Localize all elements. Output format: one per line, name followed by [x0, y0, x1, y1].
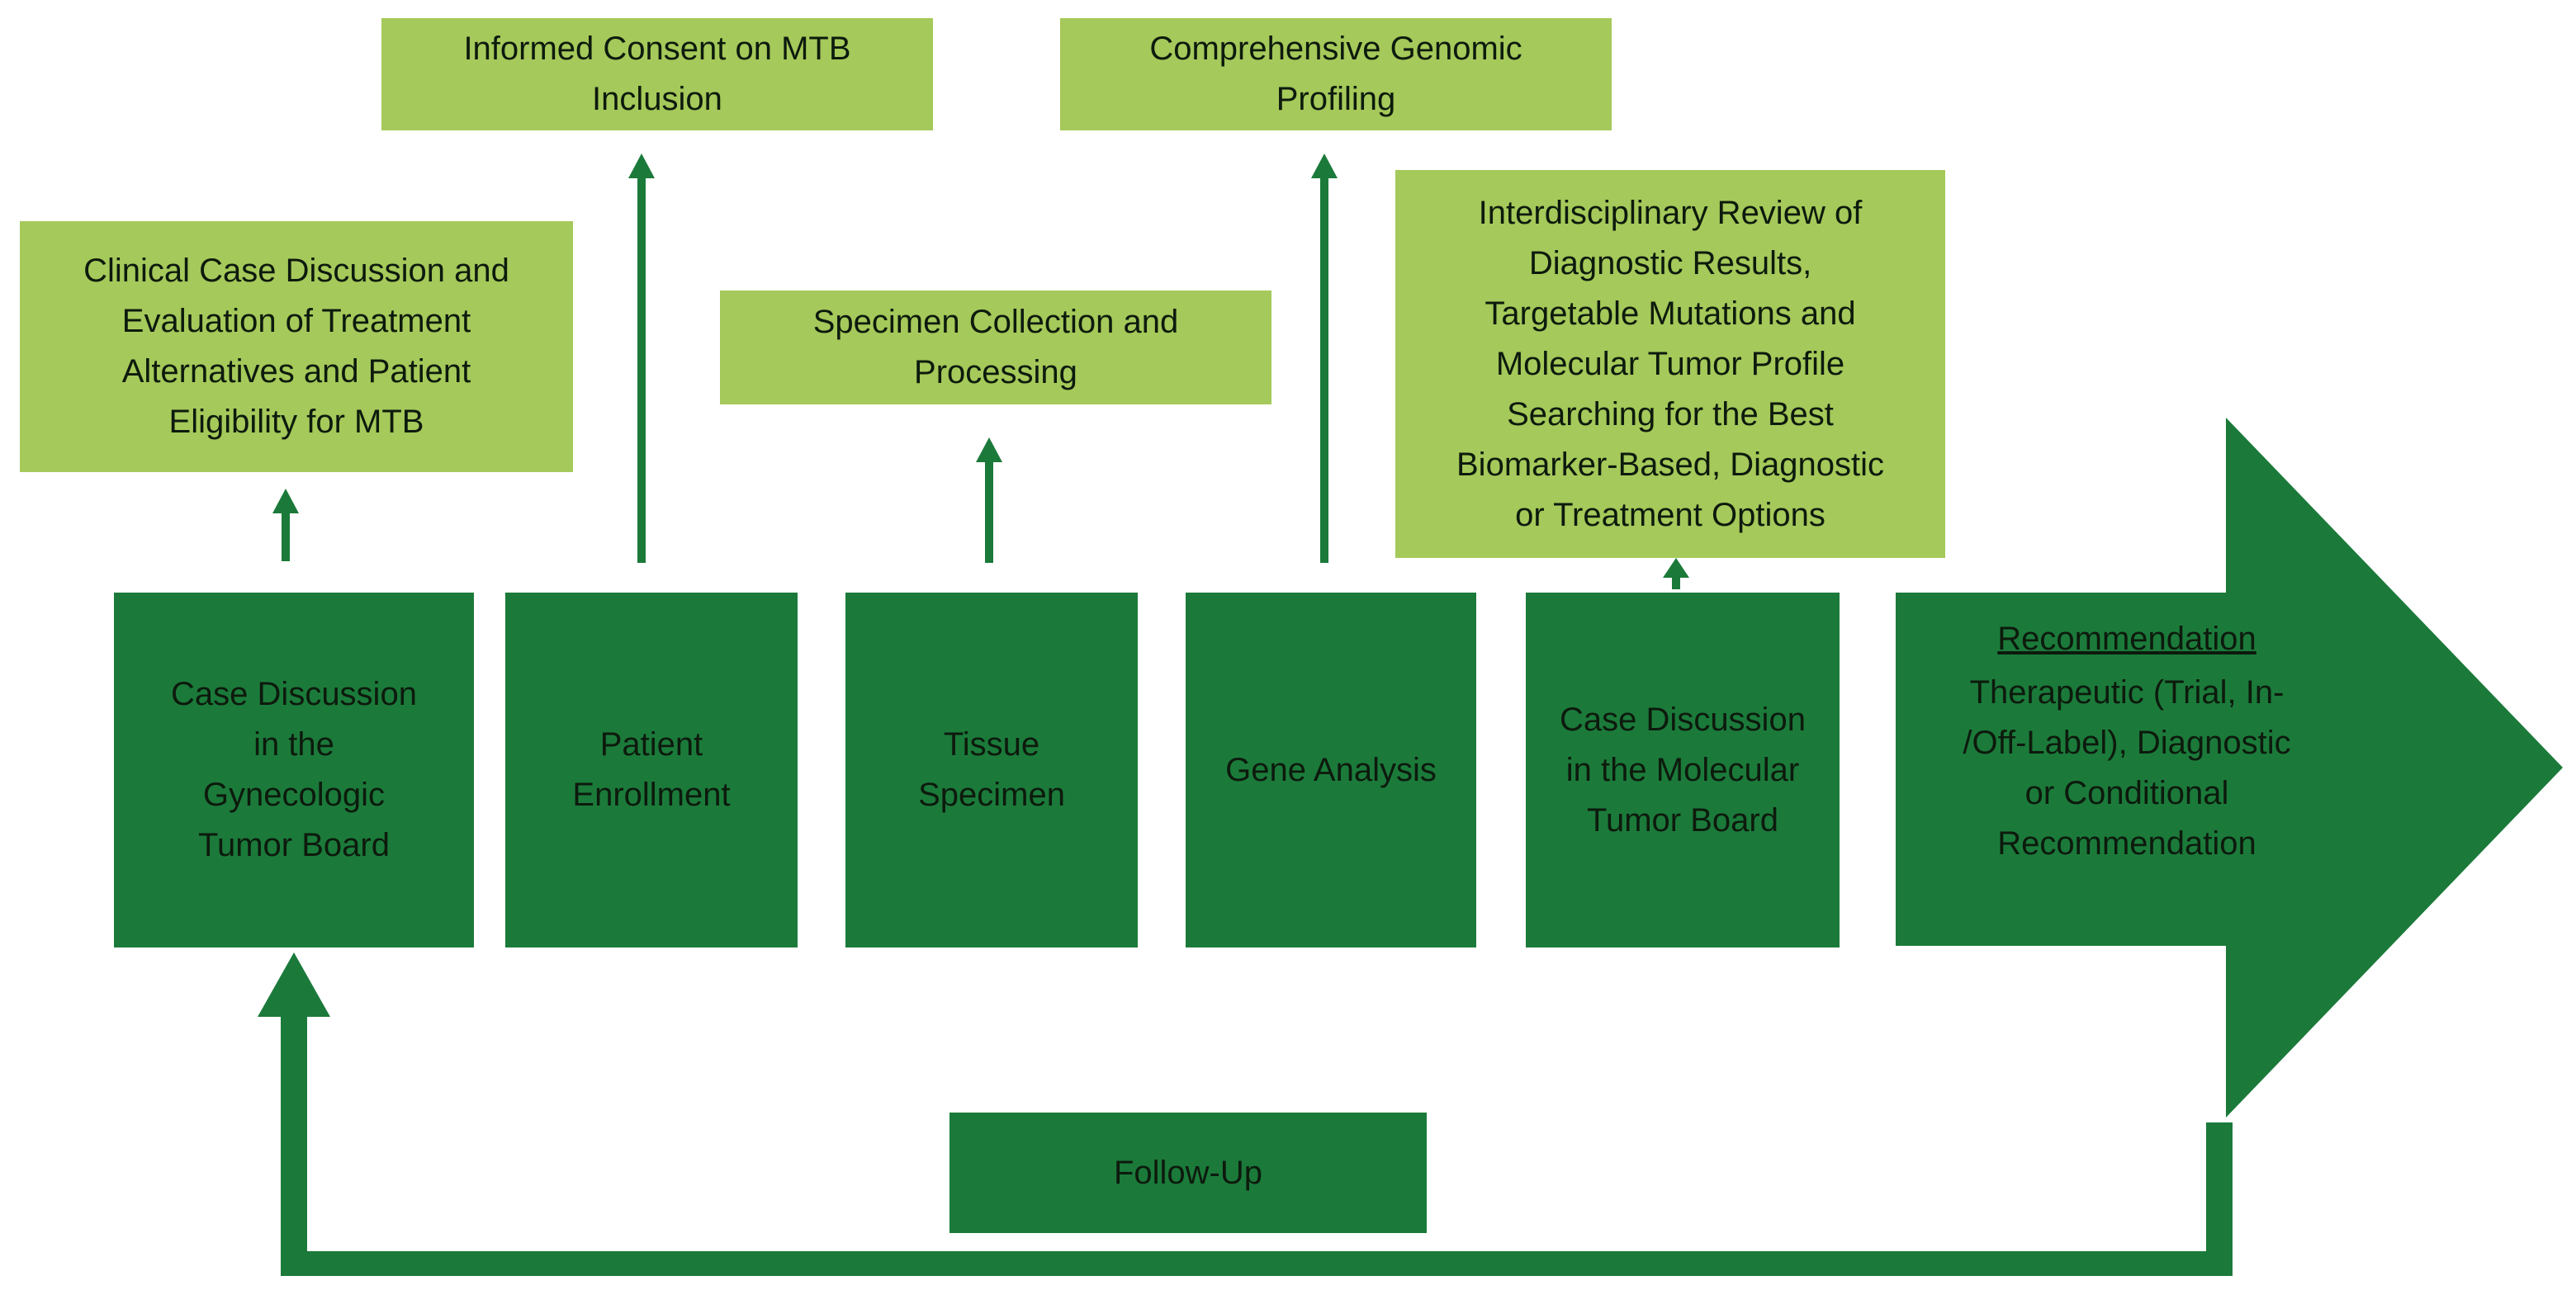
molecular-tumor-board-step: Case Discussion in the Molecular Tumor B… — [1526, 593, 1840, 947]
follow-up-loop-arrow — [258, 952, 2233, 1276]
interdisciplinary-review-box: Interdisciplinary Review of Diagnostic R… — [1395, 170, 1945, 558]
up-arrow-specimen — [976, 437, 1002, 563]
gynecologic-tumor-board-step: Case Discussion in the Gynecologic Tumor… — [114, 593, 474, 947]
recommendation-title: Recommendation — [1997, 621, 2256, 657]
recommendation-body: Therapeutic (Trial, In- /Off-Label), Dia… — [1963, 674, 2291, 862]
informed-consent-box: Informed Consent on MTB Inclusion — [381, 18, 933, 130]
patient-enrollment-step: Patient Enrollment — [505, 593, 798, 947]
recommendation-text: Recommendation Therapeutic (Trial, In- /… — [1896, 614, 2358, 869]
gene-analysis-step: Gene Analysis — [1186, 593, 1476, 947]
genomic-profiling-box: Comprehensive Genomic Profiling — [1060, 18, 1612, 130]
up-arrow-consent — [628, 154, 655, 563]
up-arrow-review — [1663, 558, 1689, 589]
follow-up-box: Follow-Up — [949, 1113, 1427, 1233]
up-arrow-genomic — [1311, 154, 1338, 563]
up-arrow-clinical — [272, 489, 299, 561]
tissue-specimen-step: Tissue Specimen — [845, 593, 1138, 947]
recommendation-arrow-shape — [1896, 418, 2563, 1118]
clinical-evaluation-box: Clinical Case Discussion and Evaluation … — [20, 221, 573, 472]
specimen-collection-box: Specimen Collection and Processing — [720, 291, 1271, 404]
